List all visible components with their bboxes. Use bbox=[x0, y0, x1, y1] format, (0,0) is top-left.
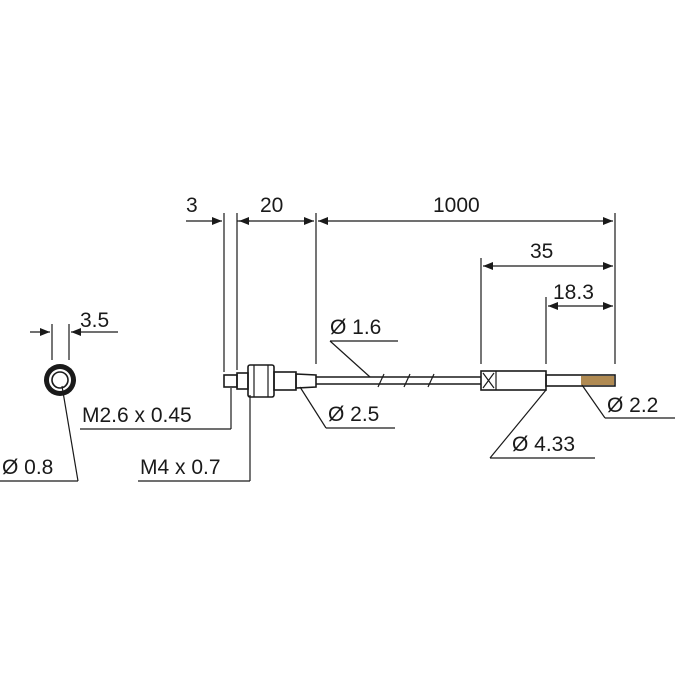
callout-dia-2-5: Ø 2.5 bbox=[328, 403, 379, 426]
leader-thread-m2-6: M2.6 x 0.45 bbox=[80, 388, 232, 430]
callout-dia-0-8: Ø 0.8 bbox=[2, 456, 53, 479]
dimension-label-3: 3 bbox=[186, 194, 198, 217]
dimension-1000mm: 1000 bbox=[318, 194, 613, 225]
leader-dia-0-8: Ø 0.8 bbox=[0, 385, 79, 482]
cable bbox=[316, 373, 481, 388]
leader-dia-2-2: Ø 2.2 bbox=[581, 384, 675, 419]
end-ferrule bbox=[480, 370, 547, 391]
leader-dia-1-6: Ø 1.6 bbox=[329, 316, 398, 378]
dimension-label-35: 35 bbox=[530, 240, 553, 263]
leader-thread-m4: M4 x 0.7 bbox=[138, 395, 251, 482]
callout-thread-m4: M4 x 0.7 bbox=[140, 456, 221, 479]
leader-dia-4-33: Ø 4.33 bbox=[489, 389, 595, 459]
m4-nut bbox=[247, 364, 275, 398]
dimension-label-3-5: 3.5 bbox=[80, 309, 109, 332]
callout-dia-2-2: Ø 2.2 bbox=[607, 394, 658, 417]
dimension-label-20: 20 bbox=[260, 194, 283, 217]
sensor-head bbox=[223, 364, 317, 398]
front-view: 3.5 bbox=[30, 309, 118, 396]
callout-dia-1-6: Ø 1.6 bbox=[330, 316, 381, 339]
dimension-18-3mm: 18.3 bbox=[548, 281, 613, 310]
leader-dia-2-5: Ø 2.5 bbox=[299, 386, 395, 429]
dimension-20mm: 20 bbox=[239, 194, 314, 225]
sleeve bbox=[273, 371, 297, 391]
fiber-end-hatched bbox=[545, 374, 616, 387]
extension-lines bbox=[223, 213, 616, 372]
dimension-label-18-3: 18.3 bbox=[553, 281, 594, 304]
callout-thread-m2-6: M2.6 x 0.45 bbox=[82, 404, 192, 427]
dimension-label-1000: 1000 bbox=[433, 194, 480, 217]
fiber-tip bbox=[223, 374, 238, 388]
m2-6-thread bbox=[236, 372, 249, 390]
dimension-35mm: 35 bbox=[483, 240, 613, 270]
callout-dia-4-33: Ø 4.33 bbox=[512, 433, 575, 456]
dimension-3mm: 3 bbox=[186, 194, 250, 225]
